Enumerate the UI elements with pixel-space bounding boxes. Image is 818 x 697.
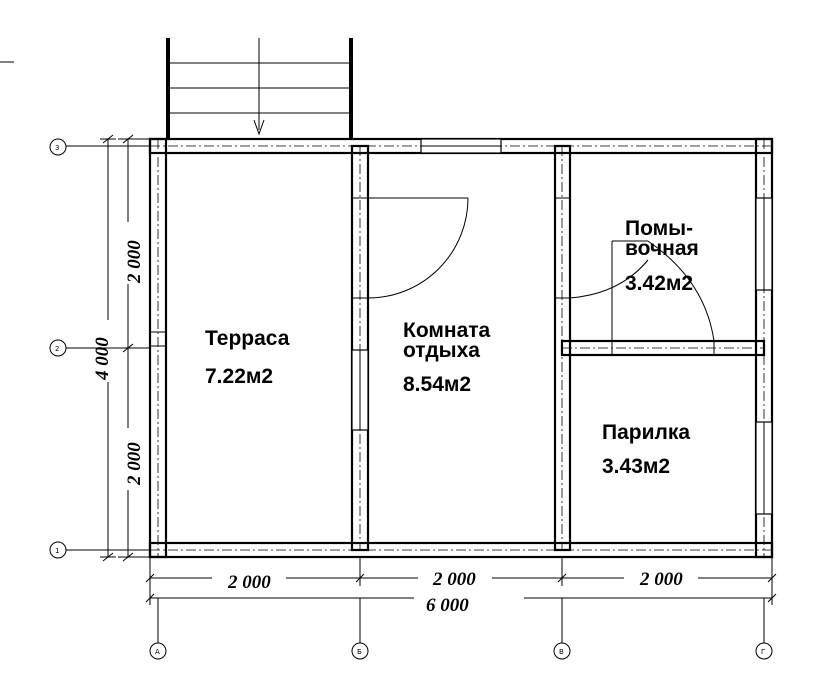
svg-text:3: 3 [55,144,59,152]
room-name-wash-2: вочная [625,237,699,260]
doors [352,197,715,355]
svg-text:2: 2 [55,345,59,353]
room-name-lounge-1: Комната [403,319,491,342]
outer-walls [148,137,774,559]
room-area-steam: 3.43м2 [602,455,670,478]
stair-arrow-icon [253,119,265,136]
svg-text:Б: Б [357,648,362,656]
dim-bottom-segment-3: 2 000 [639,569,683,590]
inner-walls [350,144,766,552]
bottom-dimensions: 2 000 2 000 2 000 6 000 [145,557,777,616]
axis-markers: 3 2 1 А Б В Г [49,138,773,660]
room-area-terrace: 7.22м2 [205,365,273,388]
stair [166,38,353,138]
svg-text:В: В [559,648,564,656]
dim-left-segment-2: 2 000 [124,442,145,486]
room-area-lounge: 8.54м2 [403,373,471,396]
dim-left-segment-1: 2 000 [124,240,145,284]
room-name-terrace: Терраса [205,327,290,350]
svg-text:1: 1 [55,547,59,555]
dim-left-total: 4 000 [92,337,113,381]
dim-bottom-segment-2: 2 000 [432,569,476,590]
svg-text:А: А [155,648,160,656]
room-name-steam: Парилка [602,421,690,444]
room-name-wash-1: Помы- [625,217,693,240]
room-area-wash: 3.42м2 [625,272,693,295]
room-name-lounge-2: отдыха [403,339,480,362]
left-dimensions: 2 000 2 000 4 000 [92,134,150,562]
room-labels: Терраса 7.22м2 Комната отдыха 8.54м2 Пом… [205,217,699,478]
dim-bottom-segment-1: 2 000 [227,572,271,593]
dim-bottom-total: 6 000 [426,595,469,616]
svg-text:Г: Г [761,648,765,656]
